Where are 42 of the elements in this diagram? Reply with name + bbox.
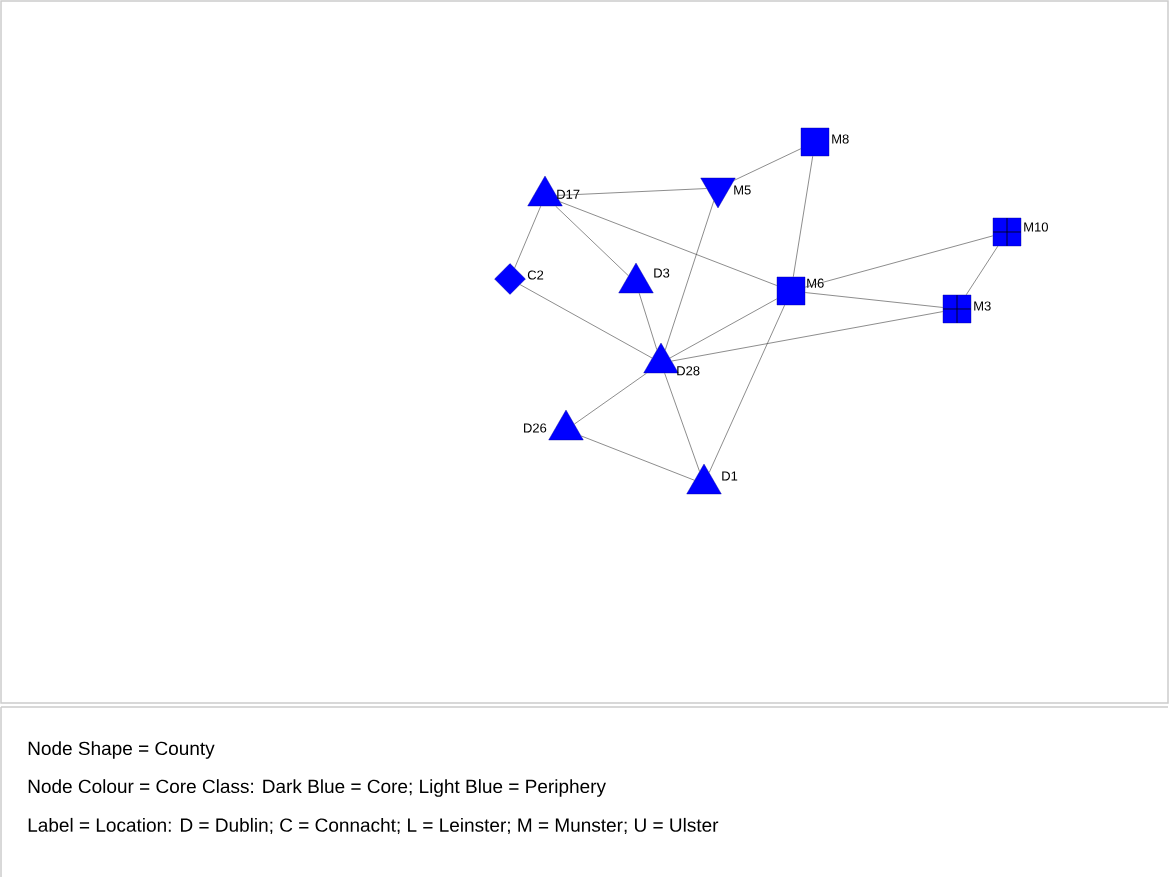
link-line <box>669 298 778 359</box>
node-label: D3 <box>654 268 670 278</box>
node-label: D1 <box>722 471 738 481</box>
node-label: M6 <box>807 278 824 288</box>
link-line <box>559 201 778 286</box>
link-line <box>965 245 999 296</box>
node-label: M8 <box>832 134 849 144</box>
caption-line: Node Colour = Core Class: Dark Blue = Core; Light Blue = Periphery <box>28 779 606 797</box>
network-node: M8 <box>800 127 849 157</box>
network-node: D1 <box>686 463 738 495</box>
link-line <box>556 188 707 196</box>
link-line <box>671 311 944 362</box>
link-line <box>574 372 647 425</box>
link-line <box>733 148 802 181</box>
link-line <box>514 205 541 269</box>
network-node: D17 <box>527 175 580 207</box>
network-node: M5 <box>700 177 751 209</box>
network-node: D28 <box>643 342 700 376</box>
node-label: M3 <box>974 301 991 311</box>
link-line <box>555 205 629 277</box>
link-line <box>638 292 658 351</box>
link-line <box>793 155 813 278</box>
caption-line: Node Shape = County <box>28 741 215 759</box>
network-node: M3 <box>942 294 991 324</box>
link-line <box>804 292 944 308</box>
caption-line: Label = Location: D = Dublin; C = Connacht; L = Leinster; M = Munster; U = Ulster <box>28 817 719 835</box>
node-label: C2 <box>527 270 544 280</box>
network-node: M10 <box>992 217 1048 247</box>
network-node: D3 <box>618 262 670 294</box>
network-node: M6 <box>776 276 824 306</box>
link-line <box>519 284 653 359</box>
network-node: D26 <box>524 409 584 441</box>
link-line <box>664 372 700 472</box>
link-line <box>664 200 715 351</box>
link-line <box>580 435 695 481</box>
link-line <box>804 235 994 288</box>
node-label: D28 <box>677 366 700 376</box>
node-label: M10 <box>1024 222 1048 232</box>
node-label: D26 <box>524 423 547 433</box>
node-label: M5 <box>734 185 751 195</box>
network-node: C2 <box>494 263 544 295</box>
link-line <box>708 304 785 473</box>
